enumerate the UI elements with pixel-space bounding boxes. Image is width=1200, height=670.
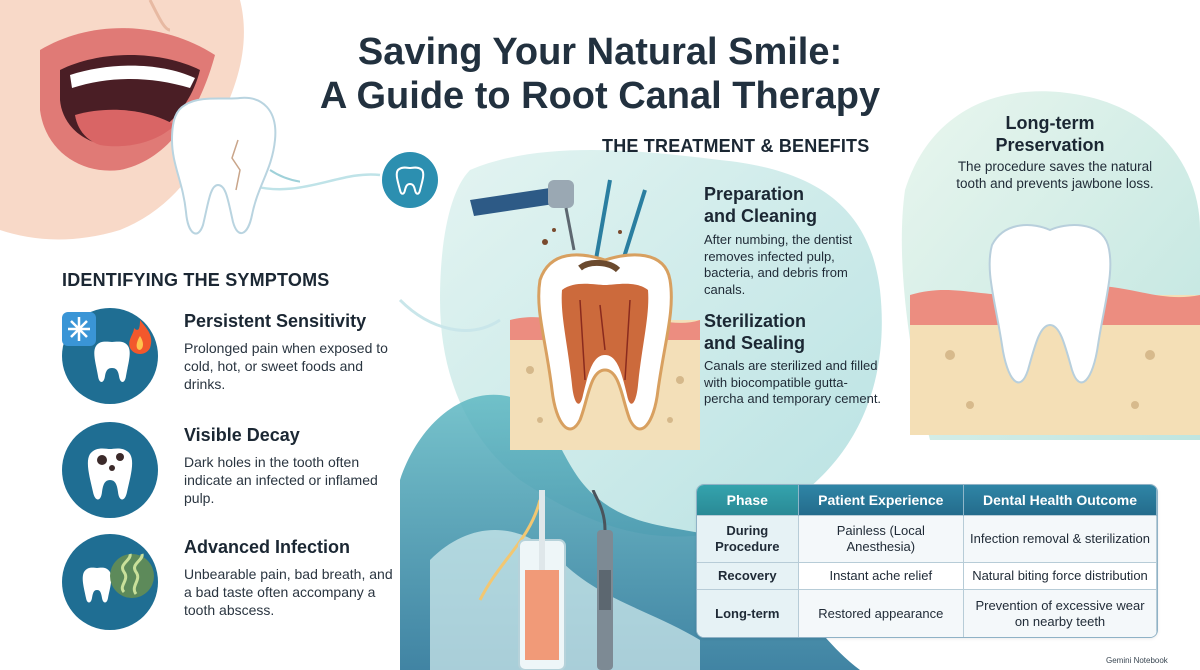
step-title-sterilization: Sterilization and Sealing xyxy=(704,311,807,353)
table-cell: Instant ache relief xyxy=(798,562,964,590)
table-row: Recovery Instant ache relief Natural bit… xyxy=(697,562,1157,590)
symptom-title: Visible Decay xyxy=(184,425,300,445)
odor-tooth-icon xyxy=(62,534,158,630)
symptom-title: Advanced Infection xyxy=(184,537,351,557)
symptoms-header: IDENTIFYING THE SYMPTOMS xyxy=(62,270,330,290)
table-cell: Recovery xyxy=(697,562,799,590)
table-cell: Infection removal & sterilization xyxy=(963,514,1157,563)
treatment-header: THE TREATMENT & BENEFITS xyxy=(602,136,870,156)
symptom-card-infection: Advanced Infection Unbearable pain, bad … xyxy=(60,532,400,632)
symptom-card-decay: Visible Decay Dark holes in the tooth of… xyxy=(60,420,400,520)
step-description-sterilization: Canals are sterilized and filled with bi… xyxy=(704,358,882,406)
table-row: Long-term Restored appearance Prevention… xyxy=(697,589,1157,637)
healthy-tooth-illustration xyxy=(910,224,1200,435)
page-title: Saving Your Natural Smile: A Guide to Ro… xyxy=(319,31,881,117)
table-header: Phase xyxy=(697,485,799,515)
mouth-illustration xyxy=(0,0,300,240)
table-cell: Prevention of excessive wear on nearby t… xyxy=(963,589,1157,637)
step-title-preparation: Preparation and Cleaning xyxy=(704,184,818,226)
table-cell: During Procedure xyxy=(697,514,799,563)
longterm-description: The procedure saves the natural tooth an… xyxy=(956,159,1154,191)
outcome-table: Phase Patient Experience Dental Health O… xyxy=(697,485,1157,637)
treatment-outcome-table: Phase Patient Experience Dental Health O… xyxy=(696,484,1158,638)
table-cell: Painless (Local Anesthesia) xyxy=(798,514,964,563)
tooth-crack-badge-icon xyxy=(382,152,438,208)
symptom-card-sensitivity: Persistent Sensitivity Prolonged pain wh… xyxy=(60,306,400,406)
symptom-description: Prolonged pain when exposed to cold, hot… xyxy=(184,340,388,392)
table-header: Patient Experience xyxy=(798,485,964,515)
dental-instruments-illustration xyxy=(518,490,613,670)
table-header: Dental Health Outcome xyxy=(963,485,1157,515)
table-cell: Long-term xyxy=(697,589,799,637)
tooth-snowflake-flame-icon xyxy=(62,308,158,404)
table-header-row: Phase Patient Experience Dental Health O… xyxy=(697,485,1157,515)
step-description-preparation: After numbing, the dentist removes infec… xyxy=(704,232,853,297)
symptom-title: Persistent Sensitivity xyxy=(184,311,367,331)
longterm-title: Long-term Preservation xyxy=(995,113,1105,155)
footer-badge: Gemini Notebook xyxy=(1106,656,1168,665)
symptom-description: Dark holes in the tooth often indicate a… xyxy=(184,454,378,506)
table-cell: Natural biting force distribution xyxy=(963,562,1157,590)
root-canal-tooth-illustration xyxy=(470,179,700,450)
table-row: During Procedure Painless (Local Anesthe… xyxy=(697,514,1157,563)
symptom-description: Unbearable pain, bad breath, and a bad t… xyxy=(184,566,393,618)
table-cell: Restored appearance xyxy=(798,589,964,637)
decayed-tooth-icon xyxy=(62,422,158,518)
